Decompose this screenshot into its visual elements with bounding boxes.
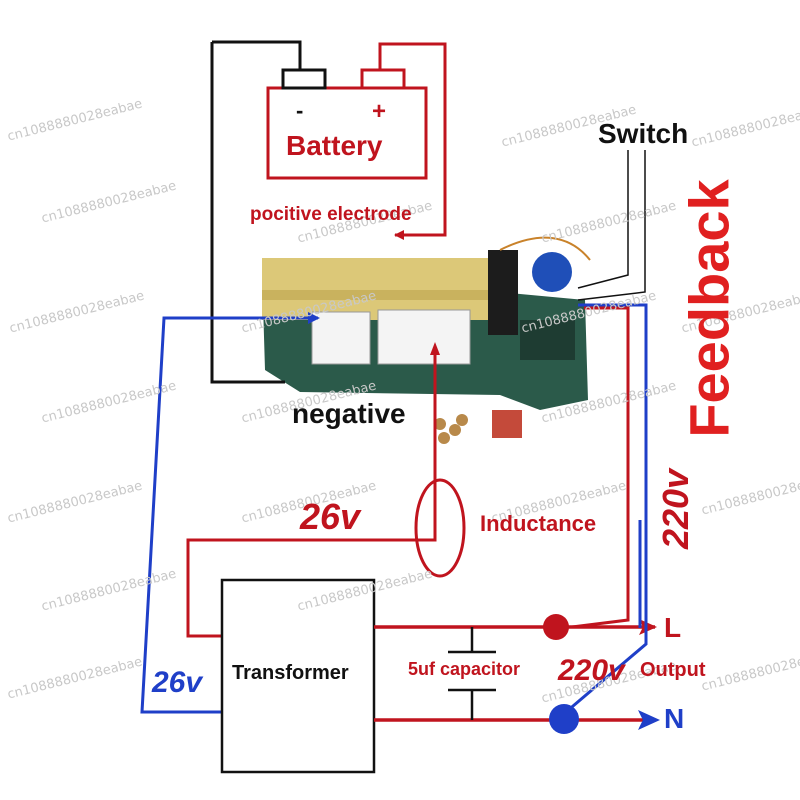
battery-negative-wire xyxy=(212,40,302,70)
voltage-26v-top: 26v xyxy=(300,496,361,537)
transistor-block-left xyxy=(311,311,371,365)
output-label: Output xyxy=(640,659,706,681)
switch-wire-1 xyxy=(577,150,629,289)
battery-body xyxy=(266,86,428,180)
inductance-coil xyxy=(414,478,466,578)
n-arrowhead-blue xyxy=(638,710,660,730)
voltage-220v-right: 220v xyxy=(655,468,697,550)
switch-label: Switch xyxy=(598,118,689,149)
battery-plus-label: + xyxy=(372,98,387,125)
red-26v-wire xyxy=(186,352,437,638)
voltage-26v-left: 26v xyxy=(152,666,203,699)
positive-wire xyxy=(378,42,447,240)
small-red-component xyxy=(492,410,522,438)
inductance-label: Inductance xyxy=(480,511,597,536)
positive-electrode-label: pocitive electrode xyxy=(250,204,412,225)
potentiometer-blue xyxy=(532,252,572,292)
voltage-220v-output: 220v xyxy=(558,654,625,687)
battery-minus-label: - xyxy=(296,98,304,123)
feedback-label: Feedback xyxy=(677,179,741,438)
battery-symbol xyxy=(266,68,428,180)
l-terminal-dot xyxy=(543,614,569,640)
feedback-red-wire xyxy=(571,306,630,629)
capacitor-label: 5uf capacitor xyxy=(408,659,521,679)
transistor-block-right xyxy=(377,309,471,365)
n-terminal-dot xyxy=(549,704,579,734)
board-arrow-up xyxy=(430,342,440,355)
negative-label: negative xyxy=(292,398,406,429)
inverter-board xyxy=(262,250,588,444)
battery-positive-terminal xyxy=(360,68,406,90)
chip xyxy=(520,320,575,360)
negative-wire xyxy=(210,42,285,384)
l-terminal-label: L xyxy=(664,612,682,643)
screws xyxy=(434,414,468,444)
capacitor-symbol xyxy=(448,627,496,720)
switch-wire-2 xyxy=(577,150,646,301)
heatsink-stripe xyxy=(262,290,512,300)
feedback-blue-wire xyxy=(565,303,648,714)
transformer-label: Transformer xyxy=(232,662,349,684)
board-ribbon-wires xyxy=(499,236,591,261)
battery-label: Battery xyxy=(286,130,383,161)
capacitor-black xyxy=(488,250,518,335)
battery-negative-terminal xyxy=(281,68,327,90)
transformer-box xyxy=(220,578,376,774)
blue-input-wire xyxy=(140,312,320,714)
n-terminal-label: N xyxy=(664,703,685,734)
